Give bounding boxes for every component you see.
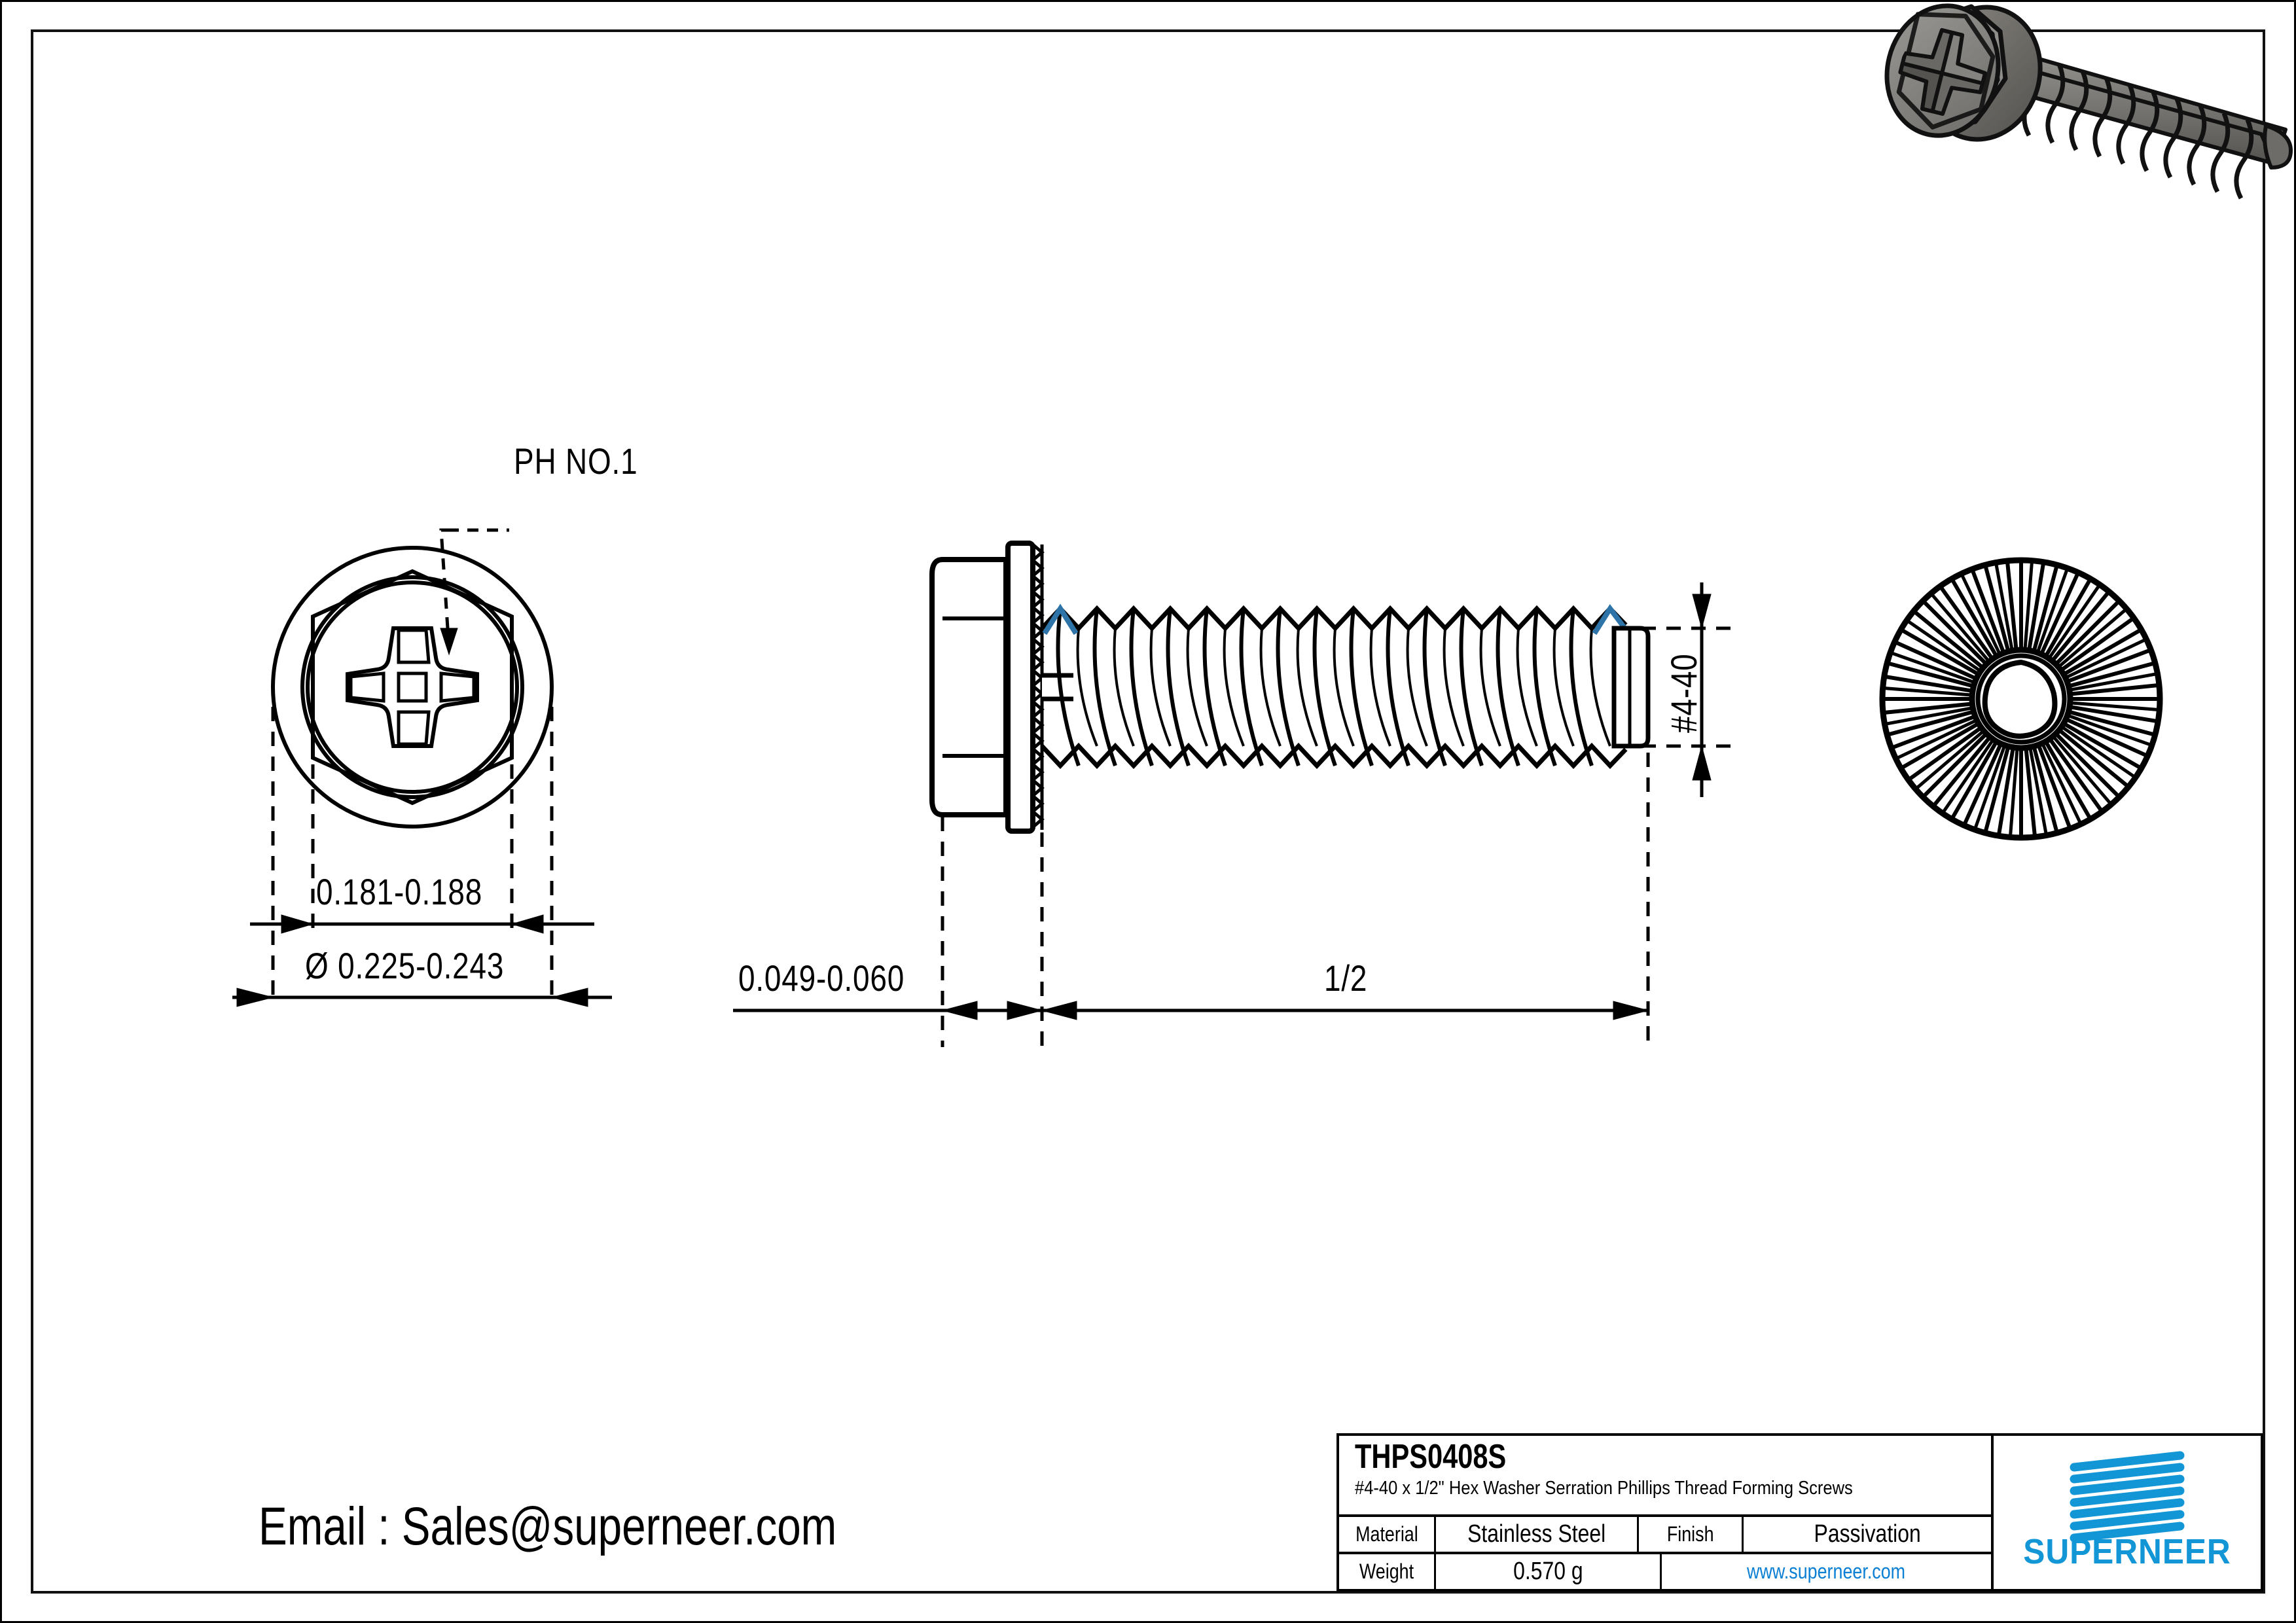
part-number: THPS0408S [1355, 1438, 1507, 1476]
weight-label: Weight [1339, 1554, 1436, 1589]
finish-value-text: Passivation [1814, 1520, 1921, 1548]
dim-thread-size: #4-40 [1663, 653, 1704, 733]
dim-across-flats: 0.181-0.188 [316, 871, 483, 912]
brand-panel: SUPERNEER [1994, 1436, 2261, 1589]
finish-value: Passivation [1744, 1517, 1991, 1552]
contact-email-text: Email : Sales@superneer.com [259, 1497, 837, 1556]
title-block-header: THPS0408S #4-40 x 1/2" Hex Washer Serrat… [1339, 1436, 1991, 1517]
website-link-text: www.superneer.com [1747, 1560, 1906, 1583]
weight-value: 0.570 g [1436, 1554, 1662, 1589]
dim-length: 1/2 [1324, 957, 1368, 999]
brand-name: SUPERNEER [2023, 1532, 2231, 1571]
dim-head-diameter: Ø 0.225-0.243 [305, 945, 505, 986]
material-label-text: Material [1355, 1522, 1418, 1546]
callout-ph-no-1: PH NO.1 [514, 440, 638, 482]
part-description: #4-40 x 1/2" Hex Washer Serration Philli… [1355, 1478, 1853, 1499]
weight-label-text: Weight [1359, 1560, 1414, 1583]
superneer-logo-icon [2070, 1451, 2185, 1542]
weight-value-text: 0.570 g [1513, 1558, 1583, 1585]
finish-label-text: Finish [1666, 1522, 1714, 1546]
title-block-left: THPS0408S #4-40 x 1/2" Hex Washer Serrat… [1339, 1436, 1994, 1589]
title-block-row-weight: Weight 0.570 g www.superneer.com [1339, 1554, 1991, 1589]
title-block-row-material: Material Stainless Steel Finish Passivat… [1339, 1517, 1991, 1554]
dim-washer-thickness: 0.049-0.060 [738, 957, 905, 999]
drawing-frame-border [31, 29, 2265, 1594]
material-label: Material [1339, 1517, 1436, 1552]
title-block: THPS0408S #4-40 x 1/2" Hex Washer Serrat… [1336, 1433, 2263, 1592]
material-value-text: Stainless Steel [1467, 1520, 1606, 1548]
website-link[interactable]: www.superneer.com [1662, 1554, 1991, 1589]
finish-label: Finish [1639, 1517, 1744, 1552]
material-value: Stainless Steel [1436, 1517, 1639, 1552]
